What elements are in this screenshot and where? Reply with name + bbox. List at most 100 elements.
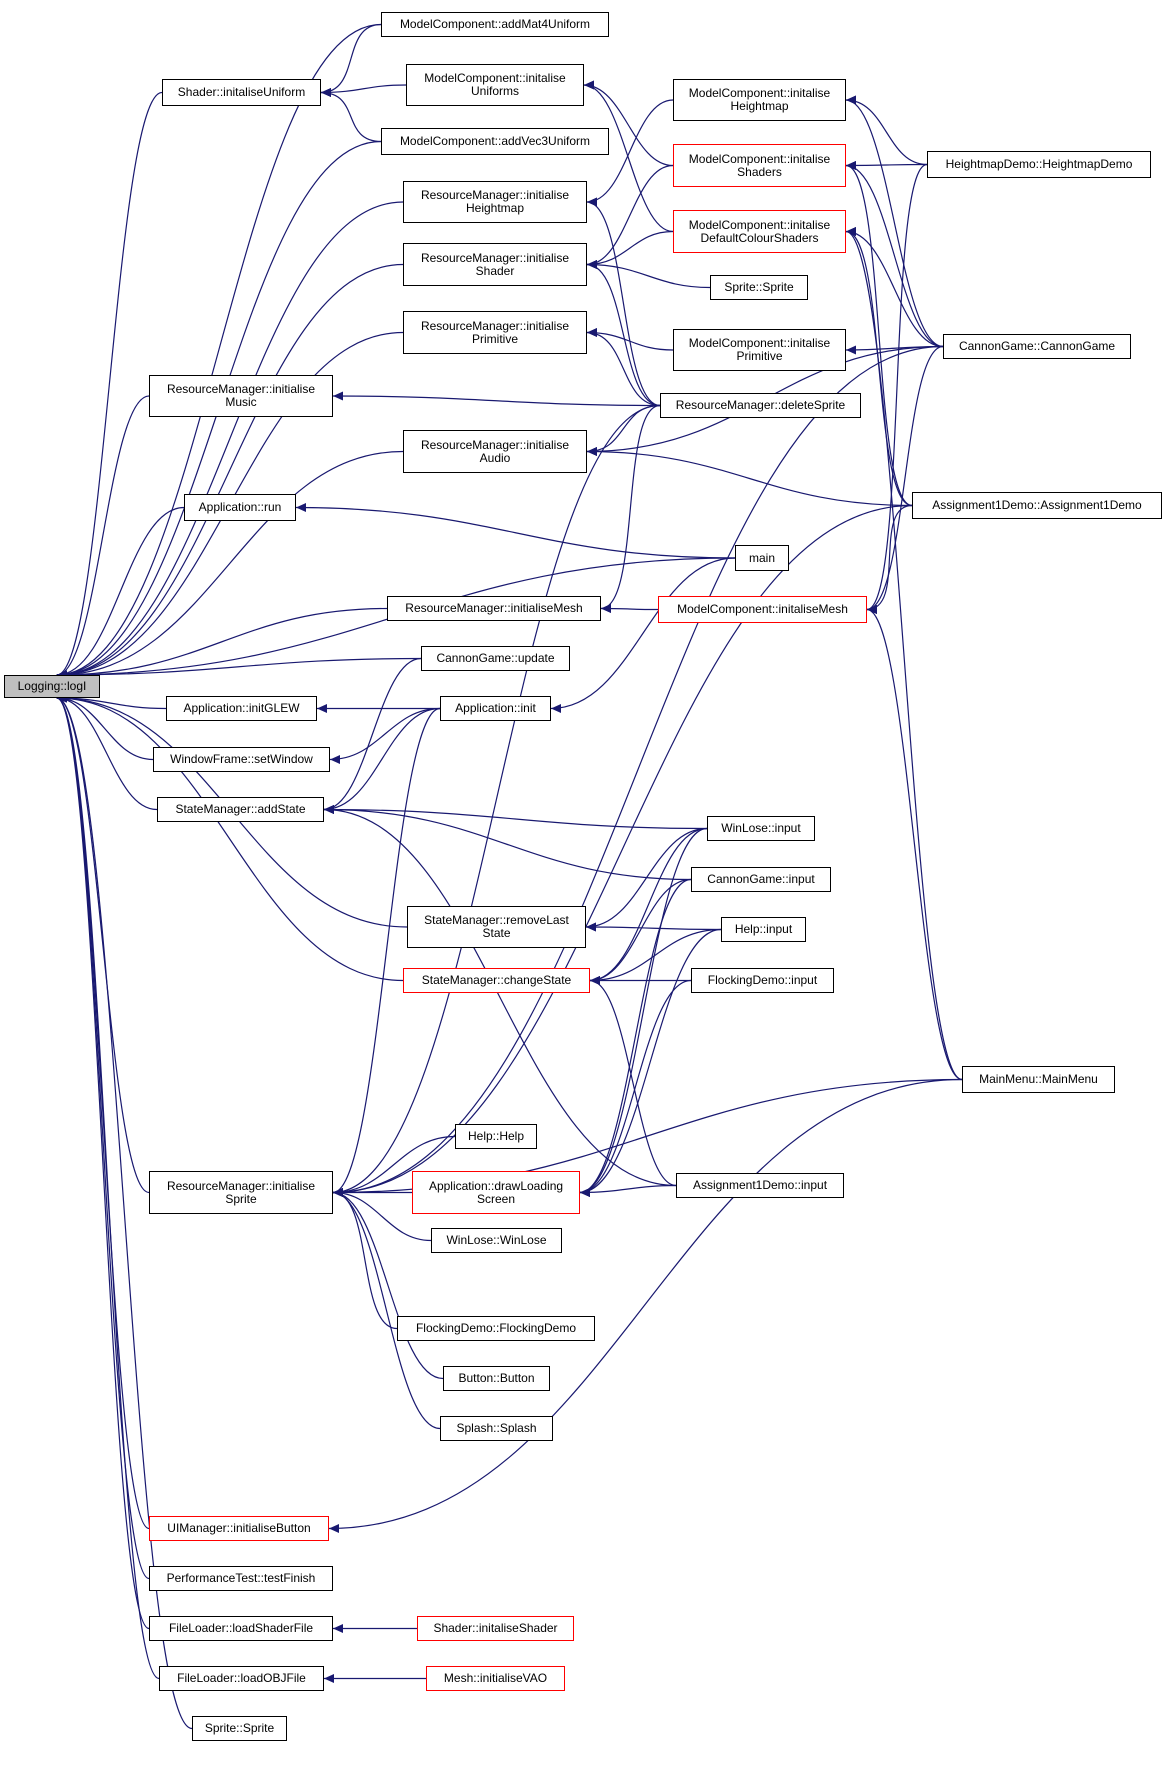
- function-node[interactable]: CannonGame::input: [691, 867, 831, 892]
- function-node-label: Assignment1Demo::input: [692, 1178, 828, 1192]
- function-node[interactable]: UIManager::initialiseButton: [149, 1516, 329, 1541]
- call-edge: [332, 707, 441, 1194]
- function-node[interactable]: ModelComponent::addMat4Uniform: [381, 12, 609, 37]
- function-node[interactable]: Button::Button: [443, 1366, 550, 1391]
- call-edge-arrowhead: [587, 260, 597, 269]
- call-edge-arrowhead: [333, 1188, 343, 1197]
- function-node[interactable]: Splash::Splash: [440, 1416, 553, 1441]
- function-node[interactable]: Shader::initaliseShader: [417, 1616, 574, 1641]
- call-edge-arrowhead: [590, 976, 600, 985]
- call-edge: [866, 345, 944, 611]
- function-node[interactable]: CannonGame::update: [421, 646, 570, 671]
- function-node-label: Heightmap: [730, 99, 789, 113]
- function-node[interactable]: Application::init: [440, 696, 551, 721]
- call-edge: [866, 504, 913, 611]
- function-node[interactable]: Sprite::Sprite: [192, 1716, 287, 1741]
- call-edge: [845, 164, 913, 507]
- call-edge: [845, 163, 928, 167]
- function-node[interactable]: Sprite::Sprite: [710, 275, 808, 300]
- call-edge-arrowhead: [846, 345, 856, 355]
- function-node-label: ModelComponent::initalise: [424, 71, 566, 85]
- function-node-label: Application::init: [455, 701, 536, 715]
- call-edge-arrowhead: [846, 161, 856, 170]
- call-edge: [583, 84, 674, 167]
- call-edge: [323, 657, 422, 811]
- function-node-label: ResourceManager::initialiseMesh: [405, 601, 583, 615]
- function-node[interactable]: Application::initGLEW: [166, 696, 317, 721]
- call-edge: [579, 928, 722, 1194]
- function-node[interactable]: Application::run: [184, 494, 296, 521]
- function-node[interactable]: ModelComponent::addVec3Uniform: [381, 128, 609, 155]
- function-node[interactable]: FileLoader::loadShaderFile: [149, 1616, 333, 1641]
- function-node[interactable]: HeightmapDemo::HeightmapDemo: [927, 151, 1151, 178]
- root-function-node[interactable]: Logging::logI: [4, 675, 100, 698]
- function-node[interactable]: FlockingDemo::FlockingDemo: [397, 1316, 595, 1341]
- function-node-label: Shader::initaliseShader: [433, 1621, 558, 1635]
- function-node[interactable]: Help::Help: [455, 1124, 537, 1149]
- call-edge: [56, 263, 404, 676]
- function-node[interactable]: FlockingDemo::input: [691, 968, 834, 993]
- function-node-label: Mesh::initialiseVAO: [443, 1671, 548, 1685]
- function-node[interactable]: WinLose::WinLose: [431, 1228, 562, 1253]
- function-node-label: ResourceManager::deleteSprite: [675, 398, 846, 412]
- function-node[interactable]: FileLoader::loadOBJFile: [159, 1666, 324, 1691]
- function-node-label: FileLoader::loadOBJFile: [177, 1671, 306, 1685]
- function-node[interactable]: Help::input: [721, 917, 806, 942]
- function-node[interactable]: Assignment1Demo::Assignment1Demo: [912, 492, 1162, 519]
- call-edge: [332, 404, 661, 1194]
- function-node[interactable]: Mesh::initialiseVAO: [426, 1666, 565, 1691]
- call-edge: [56, 657, 422, 676]
- function-node[interactable]: PerformanceTest::testFinish: [149, 1566, 333, 1591]
- function-node[interactable]: StateManager::changeState: [403, 968, 590, 993]
- call-edge: [332, 1191, 398, 1330]
- function-node[interactable]: WindowFrame::setWindow: [153, 747, 330, 772]
- function-node[interactable]: ModelComponent::initaliseMesh: [658, 596, 867, 623]
- call-edge: [586, 331, 661, 407]
- function-node[interactable]: ResourceManager::deleteSprite: [660, 393, 861, 418]
- function-node[interactable]: Shader::initaliseUniform: [162, 79, 321, 106]
- call-edge: [320, 91, 382, 143]
- call-edge-arrowhead: [846, 95, 856, 105]
- call-edge-arrowhead: [846, 227, 856, 236]
- function-node-label: ResourceManager::initialise: [420, 318, 570, 333]
- function-node[interactable]: main: [735, 545, 789, 571]
- function-node-label: Sprite: [225, 1191, 257, 1206]
- call-edge-arrowhead: [867, 605, 877, 614]
- call-edge: [56, 697, 154, 761]
- call-edge: [586, 201, 661, 407]
- call-edge: [585, 926, 722, 931]
- call-edge: [586, 450, 913, 507]
- function-node-label: WinLose::WinLose: [446, 1233, 547, 1247]
- call-edge: [56, 697, 150, 1530]
- function-node-label: Application::drawLoading: [428, 1178, 564, 1193]
- call-edge: [586, 263, 661, 407]
- function-node-label: Help::input: [734, 922, 793, 936]
- call-edge: [320, 84, 407, 94]
- function-node[interactable]: Assignment1Demo::input: [676, 1173, 844, 1198]
- call-edge: [56, 506, 185, 676]
- function-node-label: State: [482, 926, 511, 940]
- function-node-label: ModelComponent::initalise: [688, 151, 831, 166]
- call-edge: [329, 707, 441, 761]
- function-node-label: ModelComponent::addMat4Uniform: [399, 17, 591, 31]
- function-node[interactable]: ResourceManager::initialiseMesh: [387, 596, 601, 621]
- function-node[interactable]: StateManager::addState: [157, 797, 324, 822]
- function-node[interactable]: MainMenu::MainMenu: [962, 1066, 1115, 1093]
- function-node-label: UIManager::initialiseButton: [167, 1521, 311, 1535]
- function-node[interactable]: WinLose::input: [707, 816, 815, 841]
- function-node[interactable]: CannonGame::CannonGame: [943, 334, 1131, 359]
